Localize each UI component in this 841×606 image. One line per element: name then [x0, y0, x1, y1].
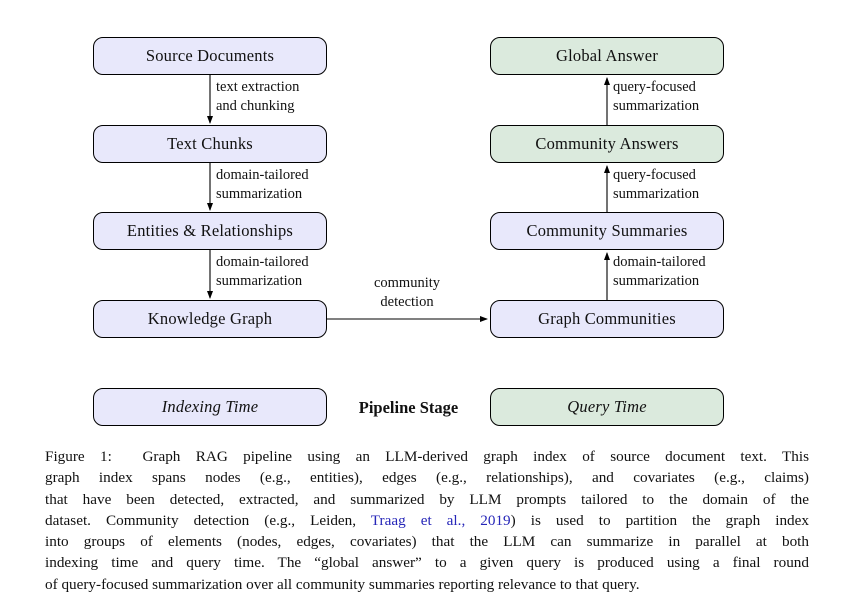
node-text-chunks: Text Chunks	[93, 125, 327, 163]
node-entities-relationships: Entities & Relationships	[93, 212, 327, 250]
legend-query-time: Query Time	[490, 388, 724, 426]
node-community-answers: Community Answers	[490, 125, 724, 163]
caption-line-6: indexing time and query time. The “globa…	[45, 554, 809, 572]
edge-label-domain-tailored-2: domain-tailored summarization	[216, 254, 309, 289]
edge-label-query-focused-2: query-focused summarization	[613, 79, 700, 114]
caption-line-4-before: dataset. Community detection (e.g., Leid…	[45, 511, 371, 529]
node-community-summaries: Community Summaries	[490, 212, 724, 250]
edge-label-community-detection: community detection	[373, 275, 441, 310]
edge-label-domain-tailored-1: domain-tailored summarization	[216, 167, 309, 202]
figure-caption: Figure 1: Graph RAG pipeline using an LL…	[45, 446, 809, 595]
caption-line-4-after: ) is used to partition the graph index	[510, 511, 809, 529]
node-graph-communities: Graph Communities	[490, 300, 724, 338]
caption-line-1: Figure 1: Graph RAG pipeline using an LL…	[45, 448, 809, 465]
node-knowledge-graph: Knowledge Graph	[93, 300, 327, 338]
caption-line-2: graph index spans nodes (e.g., entities)…	[45, 469, 809, 487]
node-source-documents: Source Documents	[93, 37, 327, 75]
edge-label-query-focused-1: query-focused summarization	[613, 167, 700, 202]
legend-pipeline-stage: Pipeline Stage	[358, 398, 459, 417]
caption-line-4: dataset. Community detection (e.g., Leid…	[45, 510, 809, 531]
edge-label-text-extraction: text extraction and chunking	[216, 79, 300, 114]
legend-indexing-time: Indexing Time	[93, 388, 327, 426]
citation-link[interactable]: Traag et al., 2019	[370, 511, 511, 529]
caption-line-5: into groups of elements (nodes, edges, c…	[45, 533, 809, 551]
node-global-answer: Global Answer	[490, 37, 724, 75]
caption-line-7: of query-focused summarization over all …	[45, 575, 640, 593]
caption-line-3: that have been detected, extracted, and …	[45, 490, 809, 508]
edge-label-domain-tailored-3: domain-tailored summarization	[613, 254, 706, 289]
